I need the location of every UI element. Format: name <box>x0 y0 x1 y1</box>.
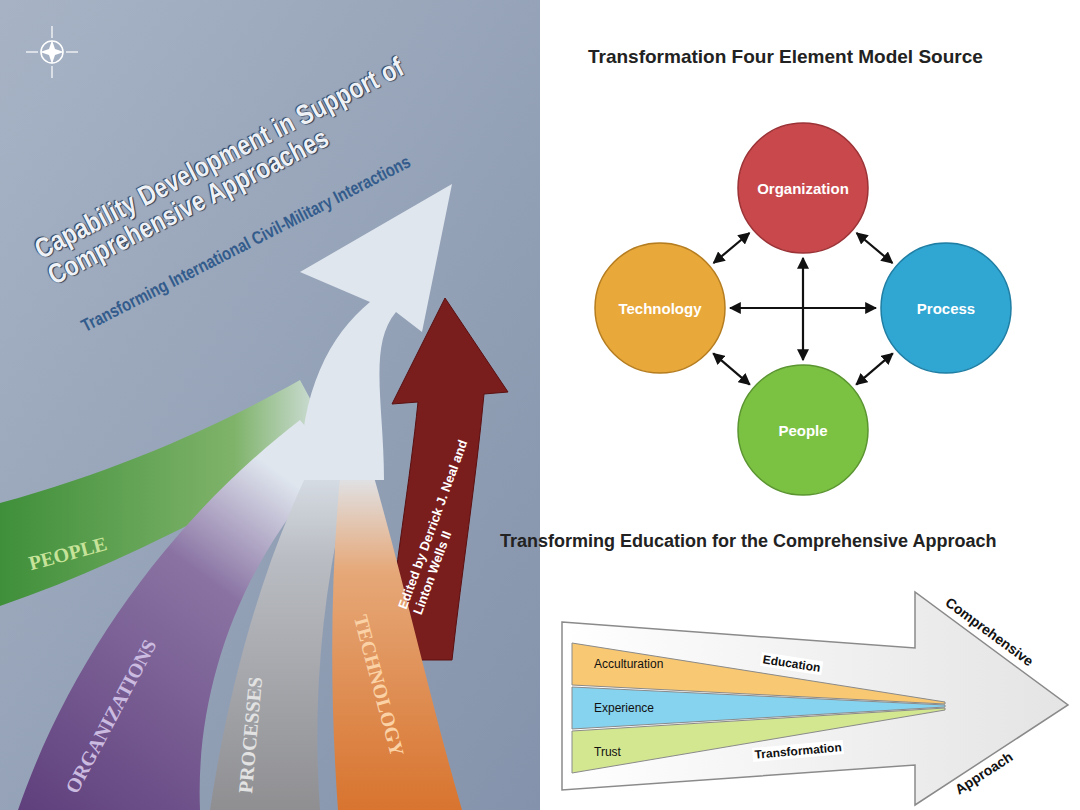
section-heading: Transforming Education for the Comprehen… <box>500 531 996 553</box>
nato-logo <box>26 26 78 78</box>
diagram-title: Transformation Four Element Model Source <box>588 46 983 68</box>
element-circle: Technology <box>594 242 726 374</box>
element-name: Organization <box>757 180 849 197</box>
element-name: Technology <box>618 300 701 317</box>
double-arrow <box>713 353 749 384</box>
circle-outline <box>881 243 1011 373</box>
element-circle: Organization <box>737 122 869 254</box>
double-arrow <box>856 353 892 384</box>
red-arrow <box>385 298 508 660</box>
book-cover <box>0 0 540 810</box>
title-holder: Transformation Four Element Model Source <box>588 46 983 68</box>
white-arrow <box>300 184 452 480</box>
circle-outline <box>738 365 868 495</box>
education-band-shape <box>572 708 945 773</box>
processes-ribbon <box>210 452 352 810</box>
circle-outline <box>595 243 725 373</box>
element-name: Process <box>917 300 975 317</box>
label-holder: Transforming Education for the Comprehen… <box>500 531 996 553</box>
band-label: Trust <box>594 744 621 760</box>
double-arrow <box>714 233 750 263</box>
double-arrow <box>802 258 804 360</box>
circle-outline <box>738 123 868 253</box>
double-arrow <box>857 233 893 263</box>
element-circle: People <box>737 364 869 496</box>
element-circle: Process <box>880 242 1012 374</box>
band-label: Acculturation <box>594 656 663 672</box>
education-arrow <box>562 592 1068 805</box>
element-name: People <box>778 422 827 439</box>
education-band: Trust <box>572 708 945 773</box>
band-label: Experience <box>594 700 654 716</box>
band-outline <box>572 708 945 773</box>
